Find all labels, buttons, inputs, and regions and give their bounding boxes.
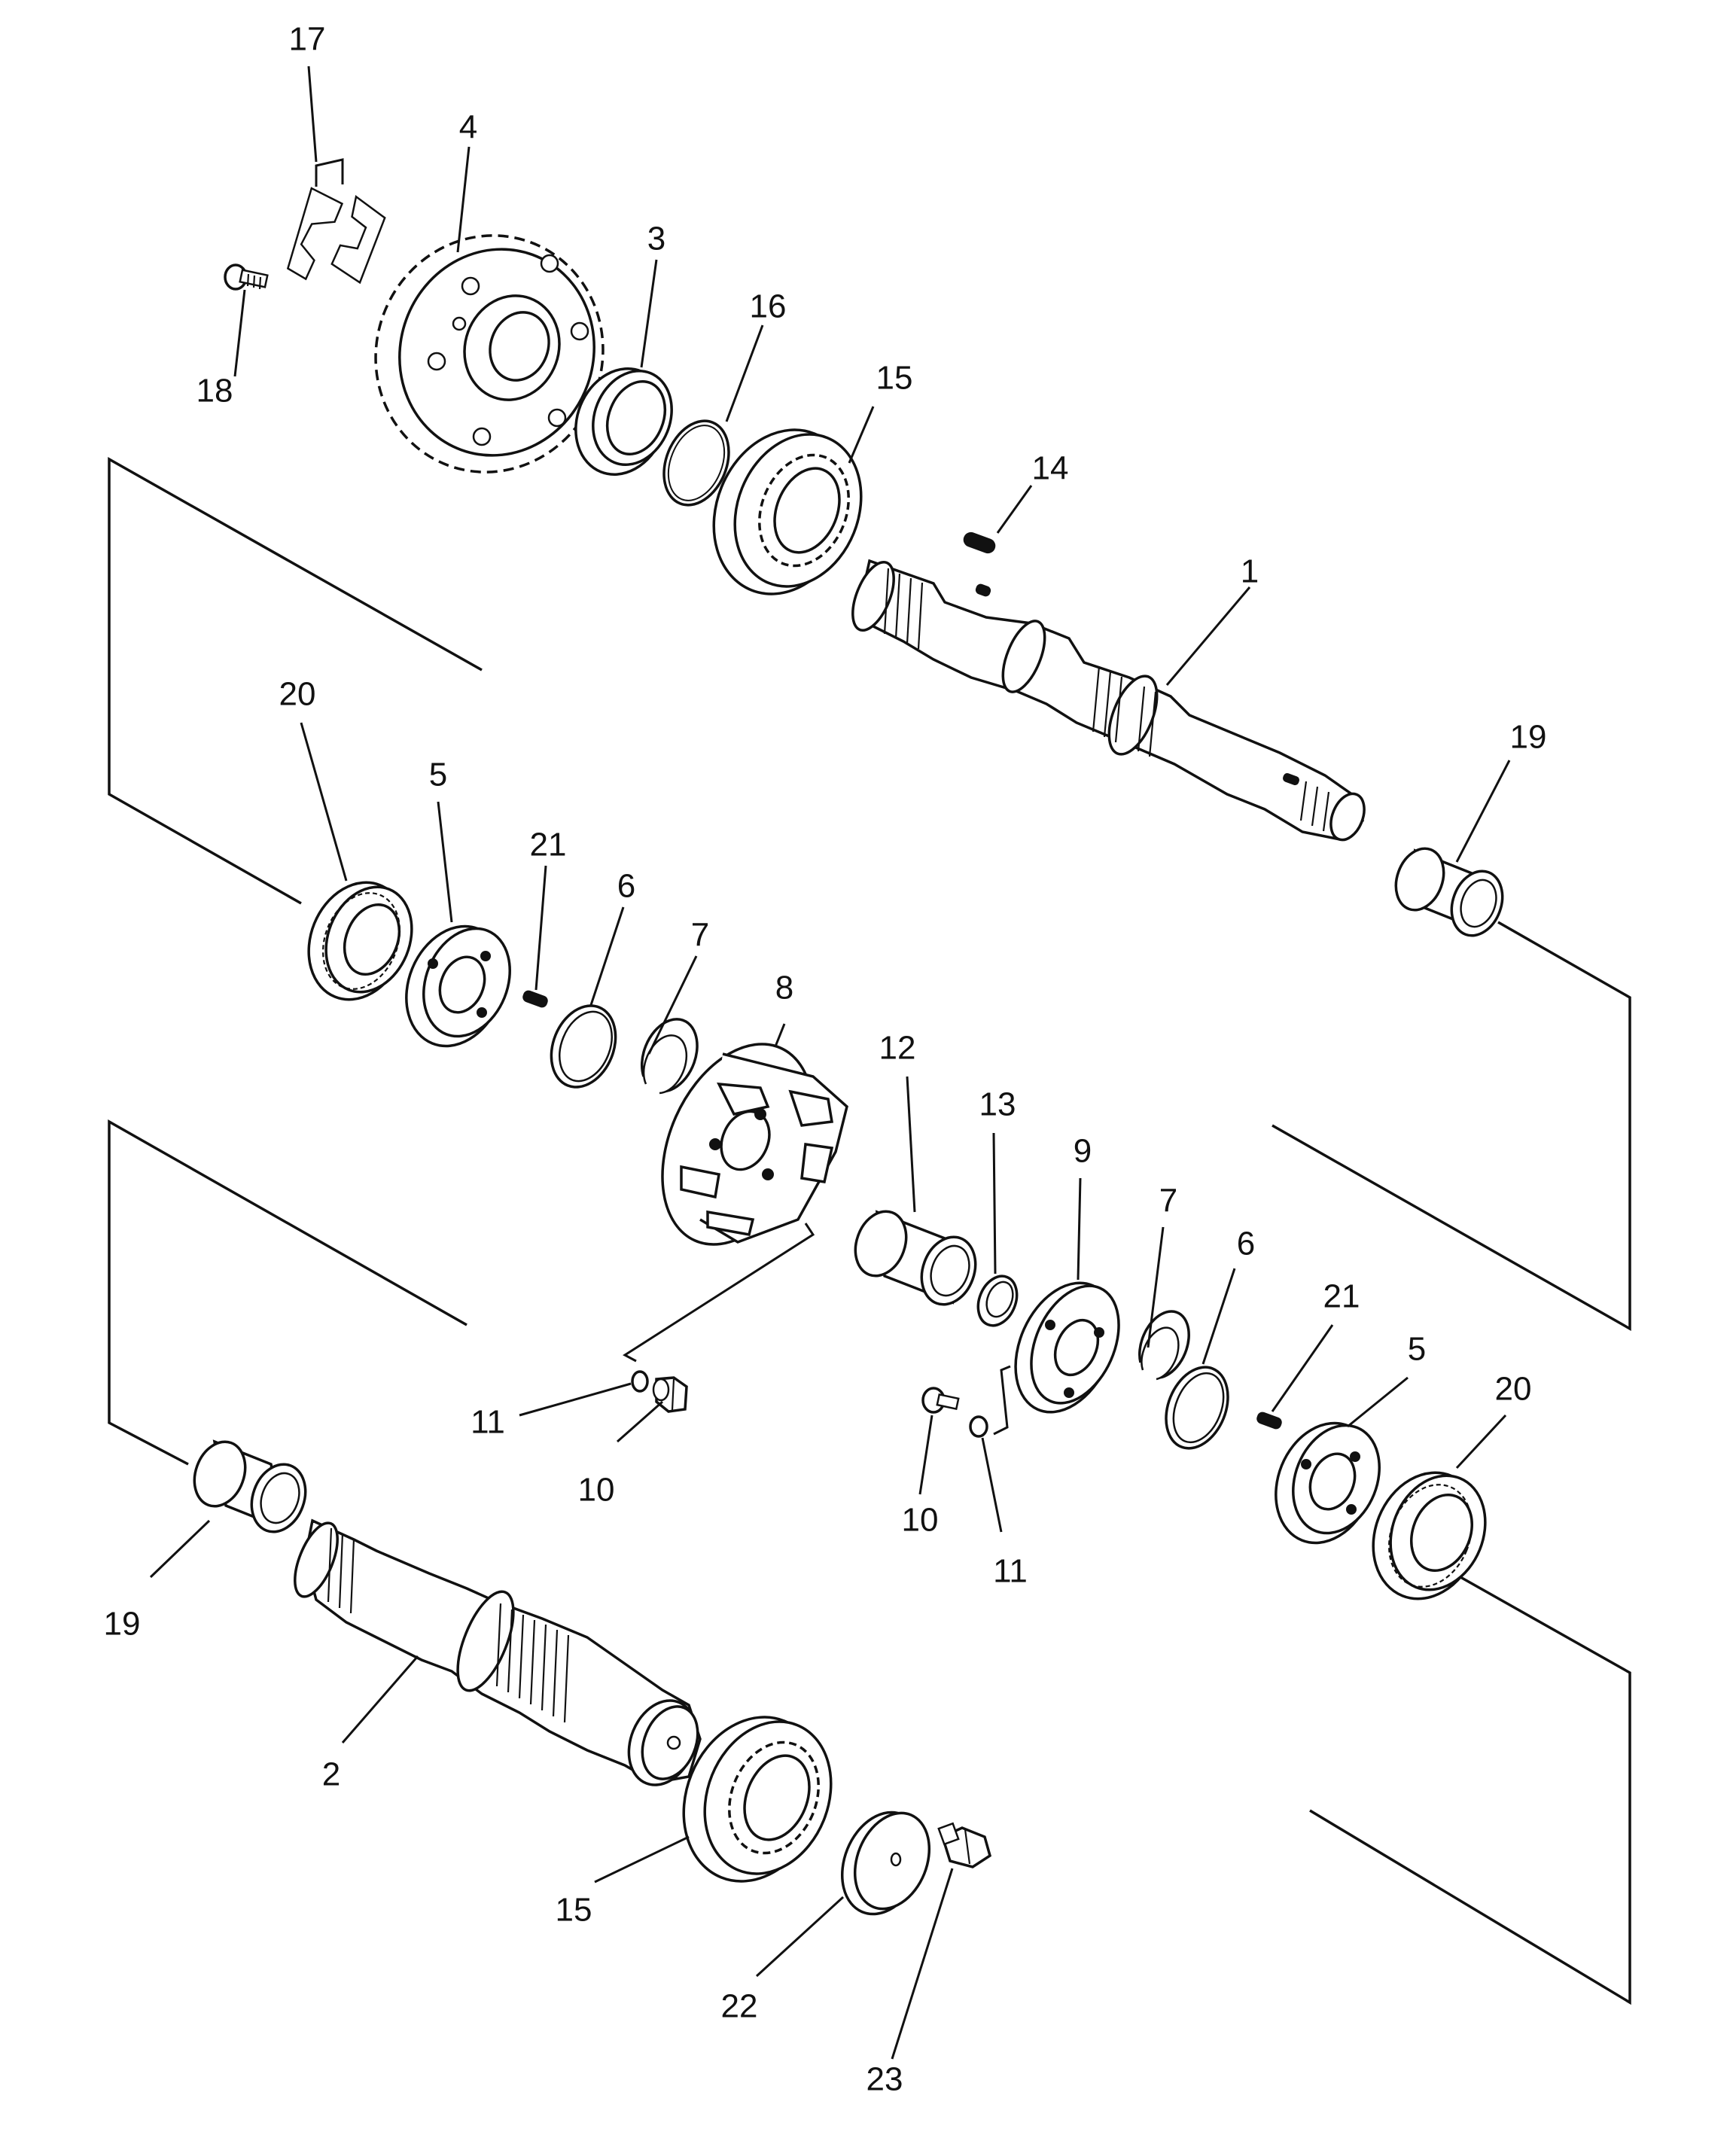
snap-ring-part-7-lower	[1138, 1310, 1190, 1381]
bolt-part-10-right	[921, 1387, 960, 1414]
callout-2: 2	[322, 1756, 340, 1793]
collar-part-3	[574, 367, 673, 476]
callout-16: 16	[750, 288, 787, 325]
clutch-hub-part-8	[623, 1043, 848, 1363]
callout-10-right: 10	[902, 1502, 939, 1539]
assembly-frame-upper-left	[108, 456, 483, 905]
retainer-plate-part-5-upper	[405, 924, 511, 1048]
retainer-plate-part-5-lower	[1275, 1421, 1381, 1545]
callout-6-lower: 6	[1237, 1226, 1255, 1262]
plate-part-9	[1014, 1281, 1120, 1414]
assembly-frame-lower-left	[108, 1119, 468, 1466]
callout-21-upper: 21	[530, 827, 567, 863]
bushing-part-12	[854, 1210, 977, 1306]
ring-part-6-lower	[1165, 1366, 1229, 1450]
callout-7-upper: 7	[691, 917, 709, 954]
lock-plate-part-17	[286, 158, 386, 285]
bolt-part-10-left	[652, 1376, 688, 1413]
shaft-part-2	[294, 1518, 702, 1786]
callout-3: 3	[647, 221, 665, 257]
key-part-14	[963, 531, 996, 554]
callout-22: 22	[721, 1988, 758, 2025]
leader-lines	[149, 65, 1511, 2060]
callout-23: 23	[866, 2061, 903, 2098]
callout-4: 4	[459, 109, 477, 146]
ring-part-6-upper	[550, 1004, 617, 1089]
snap-ring-part-13	[976, 1274, 1019, 1327]
callout-6-upper: 6	[617, 868, 635, 905]
pin-part-21-upper	[522, 990, 548, 1008]
shaft-part-1	[851, 559, 1366, 842]
callout-11-left: 11	[471, 1404, 505, 1441]
callout-11-right: 11	[993, 1553, 1028, 1590]
seal-part-20-lower	[1372, 1471, 1487, 1600]
callout-18: 18	[196, 373, 233, 410]
cap-part-22	[840, 1810, 931, 1916]
callout-20-lower: 20	[1495, 1371, 1532, 1408]
callout-7-lower: 7	[1159, 1183, 1177, 1220]
callout-8: 8	[775, 970, 793, 1007]
bracket-leader-9	[993, 1365, 1011, 1436]
assembly-frame-right-upper	[1272, 921, 1631, 1332]
pin-part-21-lower	[1256, 1412, 1282, 1430]
callout-21-lower: 21	[1323, 1278, 1360, 1315]
seal-part-20-upper	[307, 881, 413, 1001]
snap-ring-part-7-upper	[640, 1018, 699, 1095]
washer-part-11-right	[969, 1415, 988, 1438]
bolt-part-18	[224, 263, 269, 291]
callout-5-upper: 5	[429, 757, 447, 793]
ball-bearing-part-15-upper	[712, 428, 863, 595]
callout-15-lower: 15	[556, 1892, 592, 1929]
callout-1: 1	[1241, 553, 1259, 590]
needle-bearing-part-19-lower	[193, 1439, 307, 1533]
callout-20-upper: 20	[279, 676, 316, 713]
washer-part-11-left	[631, 1370, 649, 1393]
callout-19-upper: 19	[1510, 719, 1547, 756]
o-ring-part-16	[662, 419, 730, 507]
callout-9: 9	[1074, 1133, 1092, 1170]
callout-5-lower: 5	[1408, 1331, 1426, 1368]
callout-17: 17	[289, 21, 326, 58]
sprocket-part-4	[374, 234, 605, 474]
ball-bearing-part-15-lower	[682, 1716, 833, 1883]
needle-bearing-part-19-upper	[1394, 847, 1504, 937]
callout-13: 13	[979, 1086, 1016, 1123]
callout-14: 14	[1032, 450, 1069, 487]
callout-12: 12	[879, 1030, 916, 1067]
callout-labels: 17 4 3 16 15 18 14 1 19 20 5 21 6 7 8 12…	[104, 21, 1547, 2098]
callout-15-upper: 15	[876, 360, 913, 397]
assembly-frame-right-lower	[1309, 1576, 1631, 2005]
callout-10-left: 10	[578, 1472, 615, 1509]
bolt-part-23	[937, 1822, 992, 1868]
callout-19-lower: 19	[104, 1606, 141, 1643]
